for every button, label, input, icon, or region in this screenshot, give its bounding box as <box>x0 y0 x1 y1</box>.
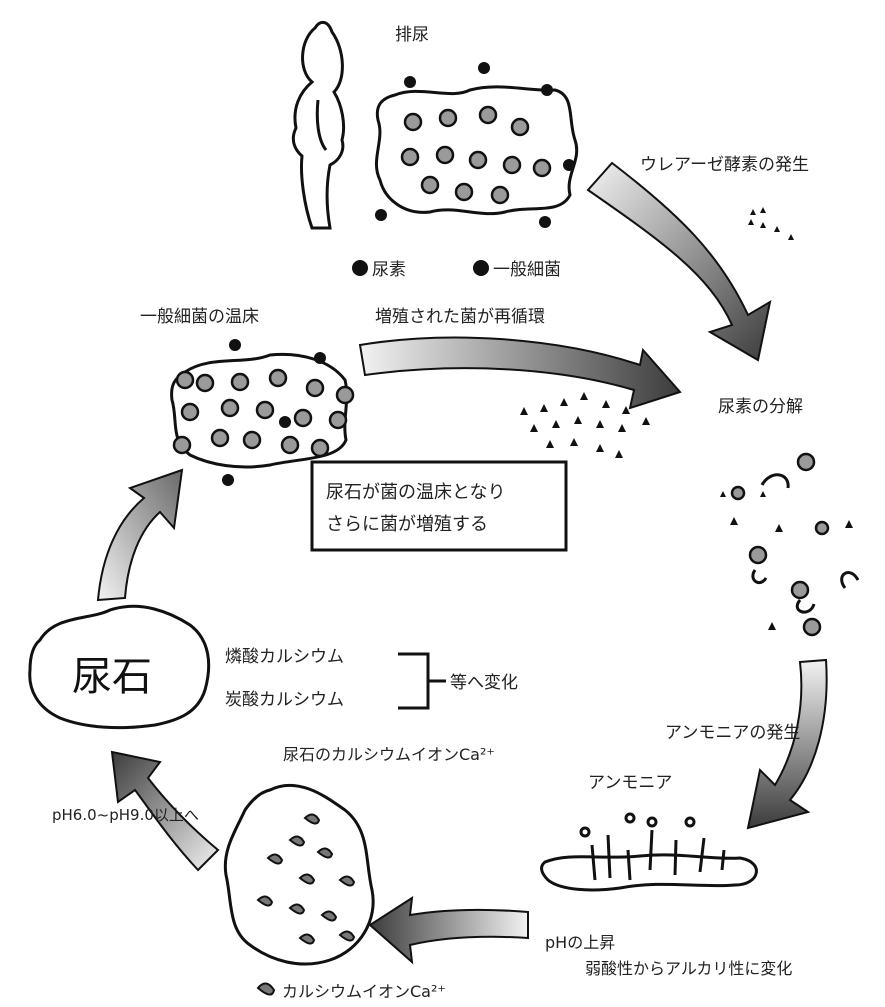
bacteria-legend-label: 一般細菌 <box>493 260 561 280</box>
urease-label: ウレアーゼ酵素の発生 <box>640 155 809 175</box>
compound-2-label: 炭酸カルシウム <box>225 690 344 710</box>
bacteria-bed-blob <box>170 339 355 486</box>
child-figure-icon <box>291 21 346 230</box>
compound-1-label: 燐酸カルシウム <box>225 647 344 667</box>
calcium-ion-legend-icon <box>256 982 276 996</box>
ammonia-particles <box>720 452 860 637</box>
recirculation-label: 増殖された菌が再循環 <box>375 307 545 327</box>
arrow-ammonia-generation <box>746 658 828 830</box>
ammonia-surface-figure <box>540 812 758 892</box>
arrow-urease <box>586 161 772 362</box>
bacteria-legend-dot <box>473 260 489 276</box>
urea-legend-dot <box>352 260 368 276</box>
ammonia-generation-label: アンモニアの発生 <box>665 723 800 743</box>
urine-blob <box>375 62 579 228</box>
urea-decomposition-label: 尿素の分解 <box>718 397 803 417</box>
box-line-1: 尿石が菌の温床となり <box>326 482 505 503</box>
arrow-ph-rise <box>368 896 529 965</box>
ammonia-label: アンモニア <box>588 773 672 793</box>
urinary-stone-blob: 尿石 <box>28 604 211 730</box>
calcium-ion-legend-label: カルシウムイオンCa²⁺ <box>282 982 446 1001</box>
urea-legend-label: 尿素 <box>372 260 406 280</box>
compounds-bracket <box>398 652 446 710</box>
stone-calcium-ion-label: 尿石のカルシウムイオンCa²⁺ <box>283 745 495 764</box>
ph-range-label: pH6.0~pH9.0以上へ <box>52 806 199 824</box>
urea-decomposition-triangles <box>520 392 650 458</box>
acid-to-alkaline-label: 弱酸性からアルカリ性に変化 <box>585 959 792 978</box>
ph-rise-label: pHの上昇 <box>545 933 615 952</box>
urease-triangles <box>748 207 794 240</box>
central-note-box: 尿石が菌の温床となり さらに菌が増殖する <box>310 460 568 552</box>
stone-label: 尿石 <box>72 654 152 700</box>
box-line-2: さらに菌が増殖する <box>326 513 488 535</box>
urination-label: 排尿 <box>395 25 429 45</box>
arrow-ph-range <box>110 750 220 872</box>
bacteria-bed-label: 一般細菌の温床 <box>140 307 259 327</box>
change-label: 等へ変化 <box>450 673 518 693</box>
arrow-stone-to-bed <box>96 468 184 602</box>
arrow-recirculation <box>358 336 682 410</box>
calcium-ion-blob <box>223 783 375 966</box>
